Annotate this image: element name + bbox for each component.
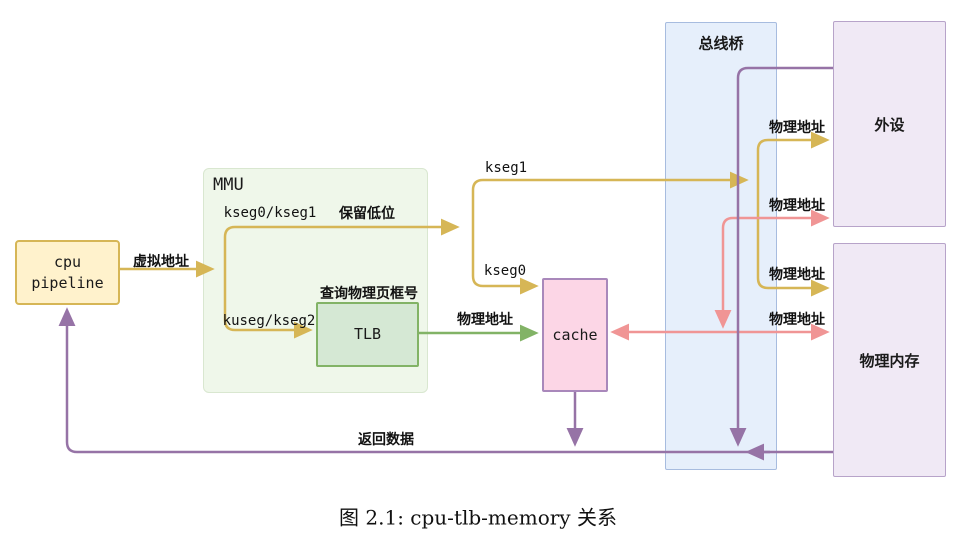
- physical-address-label-mem-yellow: 物理地址: [769, 267, 825, 283]
- kseg0-kseg1-label: kseg0/kseg1: [223, 205, 317, 221]
- keep-low-bits-label: 保留低位: [339, 206, 395, 222]
- cache-label: cache: [552, 325, 598, 344]
- physical-memory-box: 物理内存: [833, 243, 946, 477]
- physical-address-label-tlb: 物理地址: [457, 312, 513, 328]
- tlb-label: TLB: [353, 325, 382, 343]
- bus-bridge-box: [665, 22, 777, 470]
- cpu-pipeline-label: cpu pipeline: [31, 252, 104, 292]
- kseg0-label: kseg0: [483, 263, 527, 279]
- tlb-box: TLB: [316, 302, 419, 367]
- cache-box: cache: [542, 278, 608, 392]
- virtual-address-label: 虚拟地址: [133, 254, 189, 270]
- mmu-label: MMU: [213, 175, 244, 195]
- kseg1-label: kseg1: [484, 160, 528, 176]
- tlb-query-label: 查询物理页框号: [320, 286, 418, 302]
- kuseg-kseg2-label: kuseg/kseg2: [222, 313, 316, 329]
- return-data-label: 返回数据: [358, 432, 414, 448]
- physical-address-label-periph-yellow: 物理地址: [769, 120, 825, 136]
- physical-memory-label: 物理内存: [859, 351, 920, 370]
- bus-bridge-label: 总线桥: [698, 34, 744, 53]
- peripherals-box: 外设: [833, 21, 946, 227]
- peripherals-label: 外设: [874, 115, 905, 134]
- figure-caption: 图 2.1: cpu-tlb-memory 关系: [339, 505, 617, 530]
- physical-address-label-mem-red: 物理地址: [769, 312, 825, 328]
- cpu-pipeline-box: cpu pipeline: [15, 240, 120, 305]
- physical-address-label-periph-red: 物理地址: [769, 198, 825, 214]
